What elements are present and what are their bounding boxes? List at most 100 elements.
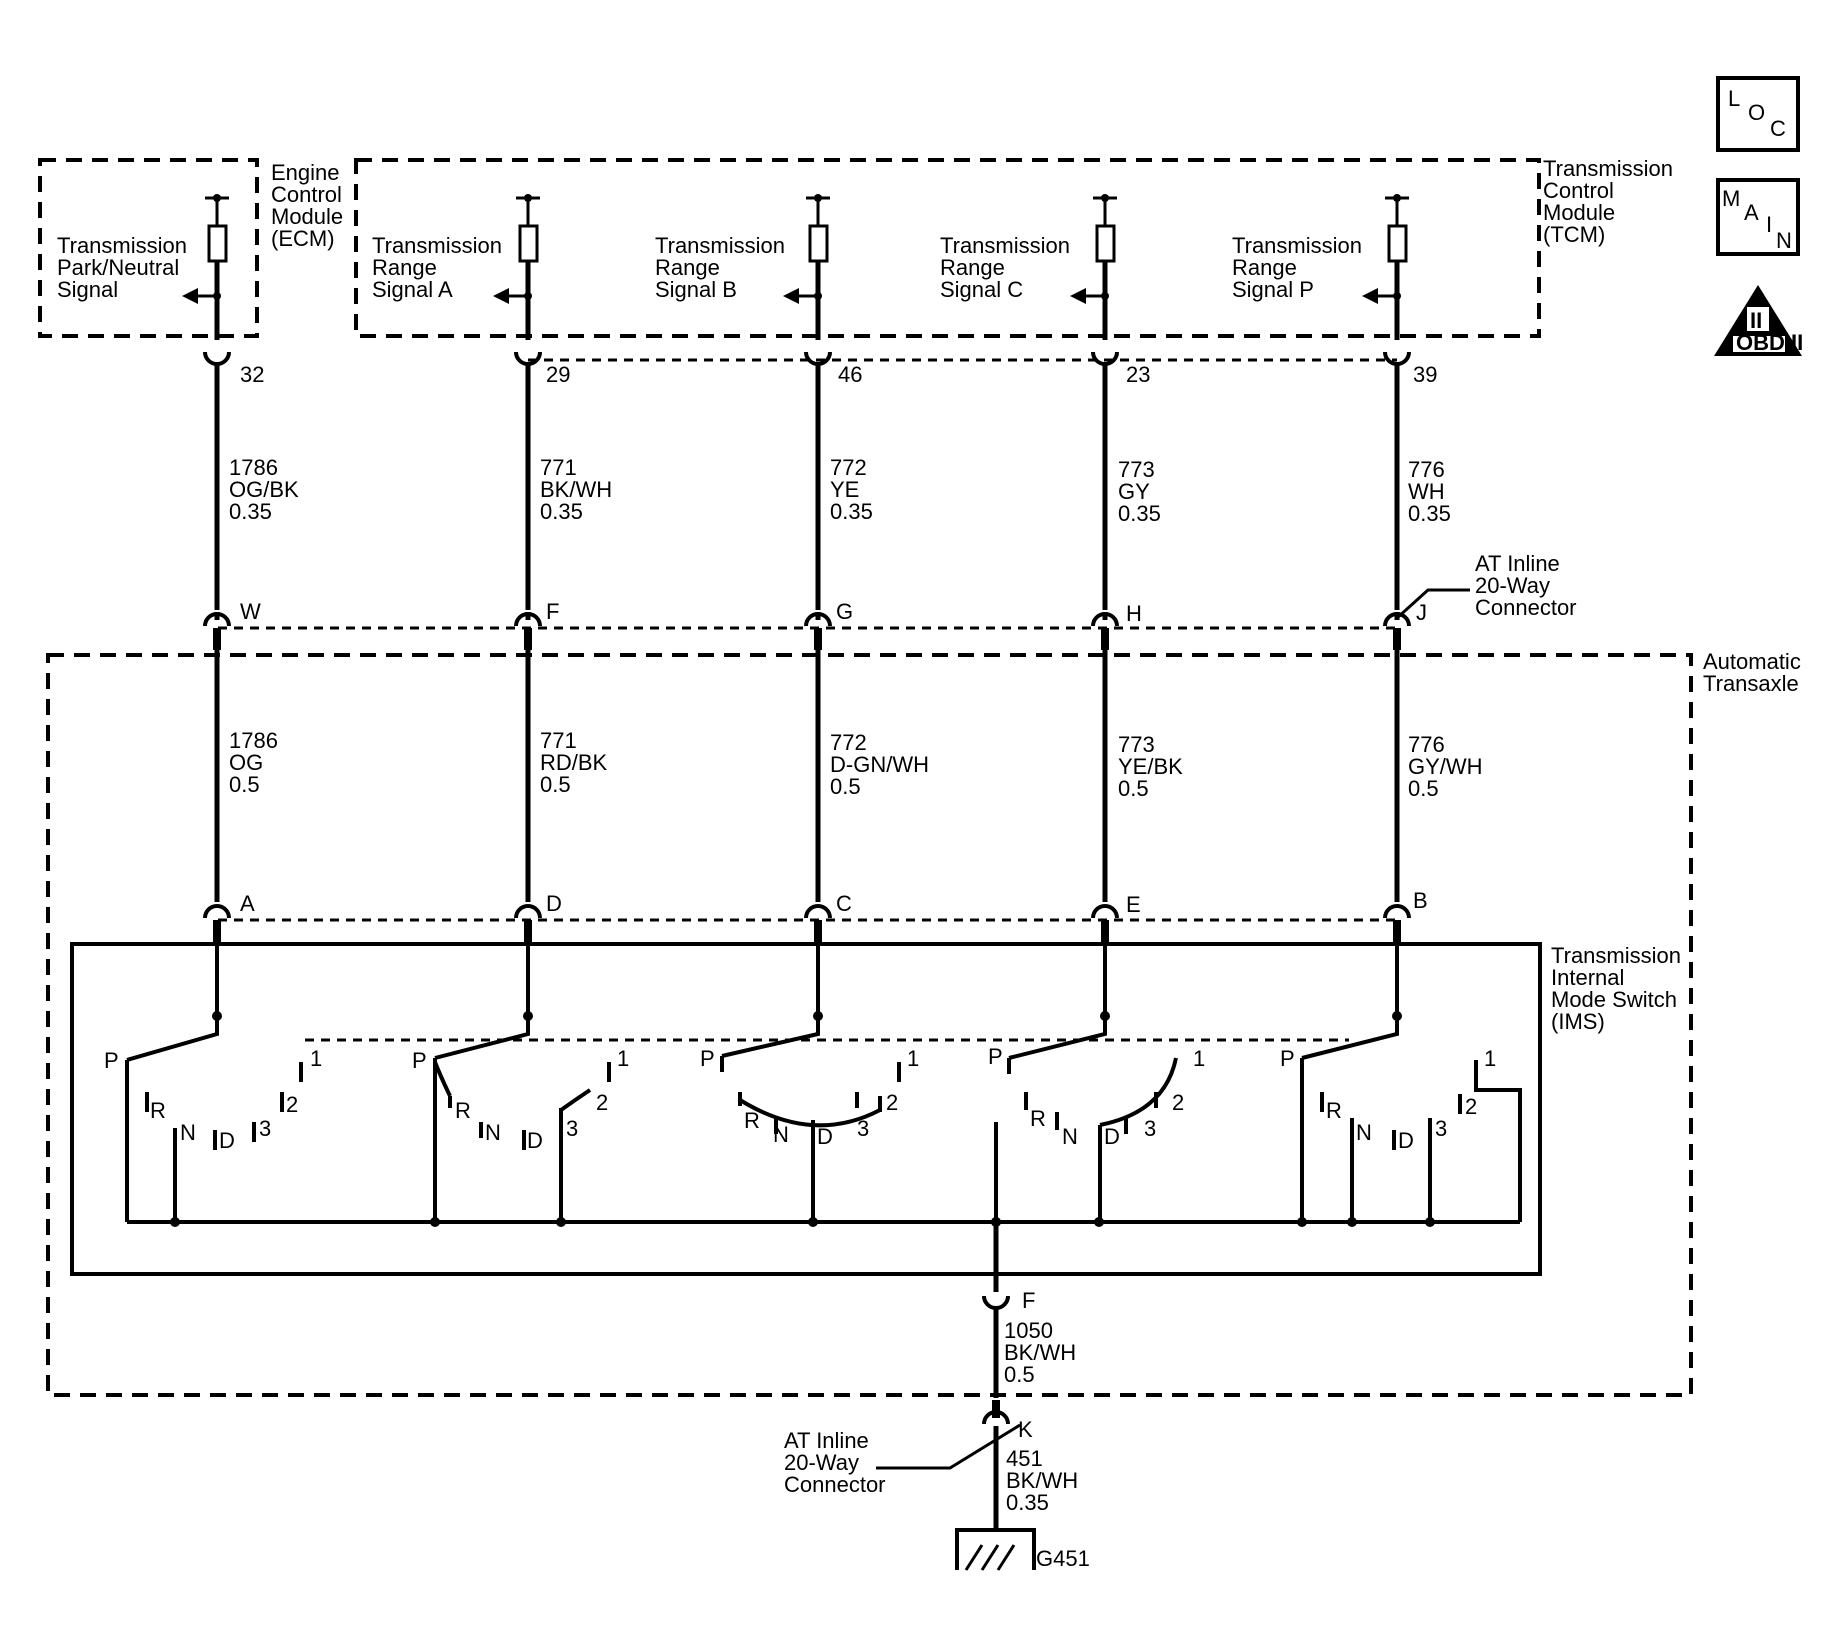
tcm-label-line-1: Transmission: [1543, 156, 1673, 181]
loc-letter-1: L: [1728, 86, 1740, 111]
switch-1-pos-r: R: [150, 1098, 166, 1123]
switch-5-pos-p: P: [1280, 1046, 1295, 1071]
main-letter-2: A: [1744, 200, 1759, 225]
ims-label-line-1: Transmission: [1551, 943, 1681, 968]
obd-ii-symbol: II: [1750, 308, 1762, 333]
circuit-771: 29 771 BK/WH 0.35 F 771 RD/BK 0.5 D: [493, 194, 612, 1016]
ecu-pin-32: 32: [240, 362, 264, 387]
circuit-773: 23 773 GY 0.35 H 773 YE/BK 0.5 E: [1070, 194, 1183, 1016]
signal-label-park-neutral: Transmission Park/Neutral Signal: [57, 233, 187, 302]
inline-pin-j: J: [1416, 600, 1427, 625]
wire-1050-color: BK/WH: [1004, 1340, 1076, 1365]
signal-1-line-3: Signal A: [372, 277, 453, 302]
main-letter-4: N: [1776, 228, 1792, 253]
switch-2-pos-n: N: [485, 1120, 501, 1145]
signal-3-line-2: Range: [940, 255, 1005, 280]
switch-4-pos-1: 1: [1193, 1046, 1205, 1071]
signal-3-line-1: Transmission: [940, 233, 1070, 258]
wire-771-upper-circuit: 771: [540, 455, 577, 480]
main-letter-3: I: [1766, 212, 1772, 237]
switch-3-pos-r: R: [744, 1108, 760, 1133]
signal-1-line-2: Range: [372, 255, 437, 280]
wire-1786-lower-size: 0.5: [229, 772, 260, 797]
inline-callout-top-line-1: AT Inline: [1475, 551, 1560, 576]
inline-callout-top-line-2: 20-Way: [1475, 573, 1550, 598]
signal-0-line-1: Transmission: [57, 233, 187, 258]
switch-5-pos-r: R: [1326, 1098, 1342, 1123]
signal-4-line-2: Range: [1232, 255, 1297, 280]
switch-1-pos-n: N: [180, 1120, 196, 1145]
switch-1-pos-3: 3: [259, 1116, 271, 1141]
wire-772-lower-color: D-GN/WH: [830, 752, 929, 777]
ims-switch-network: P R N D 3 2 1 P R N D 3 2 1 P: [104, 1011, 1522, 1227]
transaxle-label-line-2: Transaxle: [1703, 671, 1799, 696]
ims-label: Transmission Internal Mode Switch (IMS): [1551, 943, 1681, 1034]
obd-ii-icon: II OBD II: [1714, 285, 1803, 356]
tcm-label: Transmission Control Module (TCM): [1543, 156, 1673, 247]
signal-4-line-3: Signal P: [1232, 277, 1314, 302]
wire-776-upper-circuit: 776: [1408, 457, 1445, 482]
ims-pin-c: C: [836, 891, 852, 916]
wire-773-lower-color: YE/BK: [1118, 754, 1183, 779]
tcm-label-line-4: (TCM): [1543, 222, 1605, 247]
switch-4-pos-p: P: [988, 1044, 1003, 1069]
wire-1786-lower-circuit: 1786: [229, 728, 278, 753]
switch-4-pos-2: 2: [1172, 1090, 1184, 1115]
main-letter-1: M: [1722, 186, 1740, 211]
signal-label-range-b: Transmission Range Signal B: [655, 233, 785, 302]
wire-451-color: BK/WH: [1006, 1468, 1078, 1493]
ground-id-g451: G451: [1036, 1546, 1090, 1571]
ecu-pin-23: 23: [1126, 362, 1150, 387]
signal-1-line-1: Transmission: [372, 233, 502, 258]
ecu-pin-46: 46: [838, 362, 862, 387]
signal-2-line-1: Transmission: [655, 233, 785, 258]
ims-pin-a: A: [240, 891, 255, 916]
inline-pin-h: H: [1126, 601, 1142, 626]
wire-771-lower-circuit: 771: [540, 728, 577, 753]
switch-2-pos-r: R: [455, 1098, 471, 1123]
ecm-label: Engine Control Module (ECM): [271, 160, 343, 251]
wire-1050-size: 0.5: [1004, 1362, 1035, 1387]
signal-0-line-3: Signal: [57, 277, 118, 302]
switch-3-pos-n: N: [773, 1122, 789, 1147]
signal-label-range-p: Transmission Range Signal P: [1232, 233, 1362, 302]
signal-label-range-a: Transmission Range Signal A: [372, 233, 502, 302]
switch-5-pos-1: 1: [1484, 1046, 1496, 1071]
inline-callout-bottom-line-2: 20-Way: [784, 1450, 859, 1475]
switch-1-pos-d: D: [219, 1128, 235, 1153]
ground-icon: [955, 1510, 1036, 1571]
ecu-pin-29: 29: [546, 362, 570, 387]
switch-5-pos-d: D: [1398, 1128, 1414, 1153]
inline-callout-bottom-line-3: Connector: [784, 1472, 886, 1497]
wire-772-upper-color: YE: [830, 477, 859, 502]
loc-letter-3: C: [1770, 116, 1786, 141]
switch-3-pos-3: 3: [857, 1116, 869, 1141]
switch-5-pos-n: N: [1356, 1120, 1372, 1145]
wire-776-upper-size: 0.35: [1408, 501, 1451, 526]
wire-773-lower-circuit: 773: [1118, 732, 1155, 757]
ecm-label-line-4: (ECM): [271, 226, 335, 251]
wire-773-upper-color: GY: [1118, 479, 1150, 504]
ecu-pin-39: 39: [1413, 362, 1437, 387]
inline-pin-g: G: [836, 599, 853, 624]
inline-pin-f: F: [546, 599, 559, 624]
switch-4-pos-d: D: [1104, 1124, 1120, 1149]
wire-771-upper-color: BK/WH: [540, 477, 612, 502]
ims-pin-b: B: [1413, 888, 1428, 913]
main-icon: M A I N: [1716, 178, 1800, 256]
wire-1786-upper-size: 0.35: [229, 499, 272, 524]
inline-callout-top-line-3: Connector: [1475, 595, 1577, 620]
ground-circuit: F 1050 BK/WH 0.5 K 451 BK/WH 0.35 G451: [955, 1217, 1090, 1571]
obd-ii-label: OBD II: [1736, 330, 1803, 355]
wire-1786-lower-color: OG: [229, 750, 263, 775]
transaxle-box: [46, 653, 1693, 1397]
tcm-label-line-2: Control: [1543, 178, 1614, 203]
switch-2-pos-p: P: [412, 1048, 427, 1073]
inline-pin-w: W: [240, 599, 261, 624]
switch-3-pos-p: P: [700, 1046, 715, 1071]
transaxle-label-line-1: Automatic: [1703, 649, 1801, 674]
transaxle-label: Automatic Transaxle: [1703, 649, 1801, 696]
wire-771-upper-size: 0.35: [540, 499, 583, 524]
ecm-label-line-2: Control: [271, 182, 342, 207]
